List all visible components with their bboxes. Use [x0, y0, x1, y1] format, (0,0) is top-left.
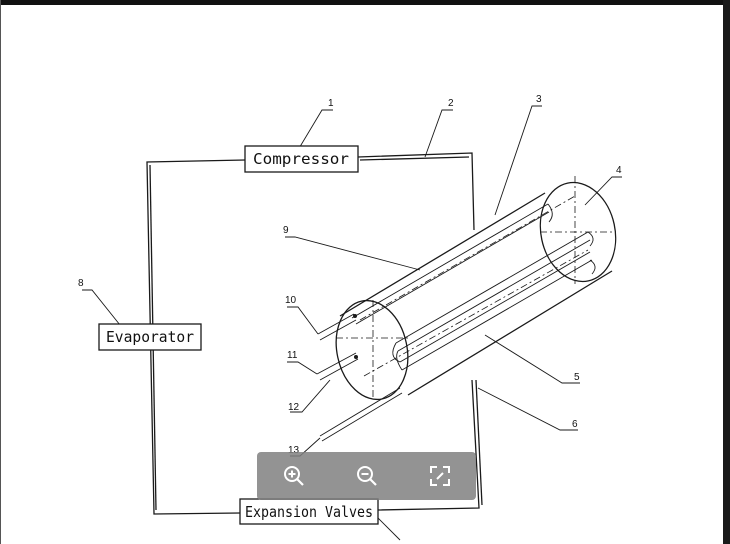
- callout-2: 2: [448, 98, 454, 109]
- evaporator-label: Evaporator: [106, 328, 194, 346]
- callout-9: 9: [283, 225, 289, 236]
- fullscreen-icon: [429, 466, 450, 486]
- zoom-toolbar: [257, 452, 476, 500]
- callout-6: 6: [572, 419, 578, 430]
- expansion-valves-label: Expansion Valves: [245, 503, 373, 521]
- callout-10: 10: [285, 295, 297, 306]
- zoom-in-icon: [283, 466, 304, 486]
- callout-12: 12: [288, 402, 300, 413]
- callout-1: 1: [328, 98, 334, 109]
- fullscreen-button[interactable]: [420, 456, 460, 496]
- callout-4: 4: [616, 165, 622, 176]
- callout-3: 3: [536, 94, 542, 105]
- window-right-border: [723, 0, 730, 544]
- leader-lines: [82, 105, 622, 541]
- zoom-out-icon: [356, 466, 377, 486]
- zoom-in-button[interactable]: [274, 456, 314, 496]
- compressor-label: Compressor: [253, 150, 349, 168]
- callout-8: 8: [78, 278, 84, 289]
- callout-5: 5: [574, 372, 580, 383]
- callout-11: 11: [287, 350, 298, 361]
- window-top-border: [0, 0, 730, 5]
- compressor-label-box: Compressor: [244, 145, 359, 173]
- callout-13: 13: [288, 445, 300, 456]
- callout-numbers: 1 2 3 4 5 6 8 9 10 11 12 13: [78, 94, 622, 456]
- zoom-out-button[interactable]: [347, 456, 387, 496]
- heat-exchanger-cylinder: [316, 176, 617, 442]
- evaporator-label-box: Evaporator: [98, 323, 202, 351]
- expansion-valves-label-box: Expansion Valves: [239, 498, 379, 525]
- window-left-border: [0, 0, 1, 544]
